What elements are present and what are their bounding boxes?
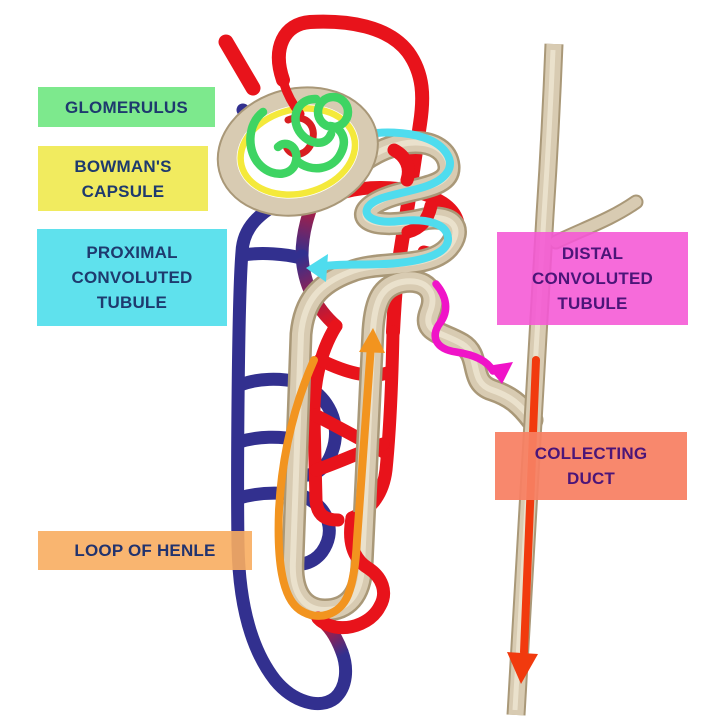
vein-trunk xyxy=(231,190,296,552)
label-distal-convoluted-tubule: DISTAL CONVOLUTED TUBULE xyxy=(497,232,688,325)
green-curl-4 xyxy=(292,121,349,173)
glomerulus-red-curl xyxy=(282,114,317,158)
distal-flow-path xyxy=(431,280,497,375)
loop-flow-arrowhead xyxy=(359,328,385,353)
collecting-duct-highlight xyxy=(512,49,556,711)
distal-flow-arrowhead xyxy=(487,362,513,384)
loop-flow-arrow xyxy=(274,328,385,620)
label-collecting-duct: COLLECTING DUCT xyxy=(495,432,687,500)
capsule-yellow-ring xyxy=(237,105,359,198)
proximal-flow-arrow xyxy=(306,128,454,282)
capillary-strut-1 xyxy=(313,353,397,382)
glomerulus-green-tuft xyxy=(246,92,353,178)
label-loop-of-henle: LOOP OF HENLE xyxy=(38,531,252,570)
vein-bottom-loop xyxy=(231,538,353,711)
label-proximal-convoluted-tubule: PROXIMAL CONVOLUTED TUBULE xyxy=(37,229,227,326)
glomerulus-capillaries xyxy=(246,79,353,178)
loop-flow-path xyxy=(274,341,375,620)
proximal-flow-path xyxy=(322,128,454,270)
label-bowmans-capsule: BOWMAN'S CAPSULE xyxy=(38,146,208,211)
afferent-arteriole xyxy=(218,34,261,96)
vein-rung-1 xyxy=(236,247,308,265)
label-glomerulus: GLOMERULUS xyxy=(38,87,215,127)
artery-wrap-1 xyxy=(387,143,415,187)
collecting-duct xyxy=(506,43,644,716)
proximal-flow-arrowhead xyxy=(306,254,328,282)
collecting-flow-path xyxy=(520,356,540,656)
distal-flow-arrow xyxy=(431,280,513,384)
collecting-flow-arrowhead xyxy=(507,652,538,684)
collecting-duct-flow-arrow xyxy=(507,356,540,684)
green-curl-1 xyxy=(246,107,301,178)
green-curl-3 xyxy=(291,94,336,147)
